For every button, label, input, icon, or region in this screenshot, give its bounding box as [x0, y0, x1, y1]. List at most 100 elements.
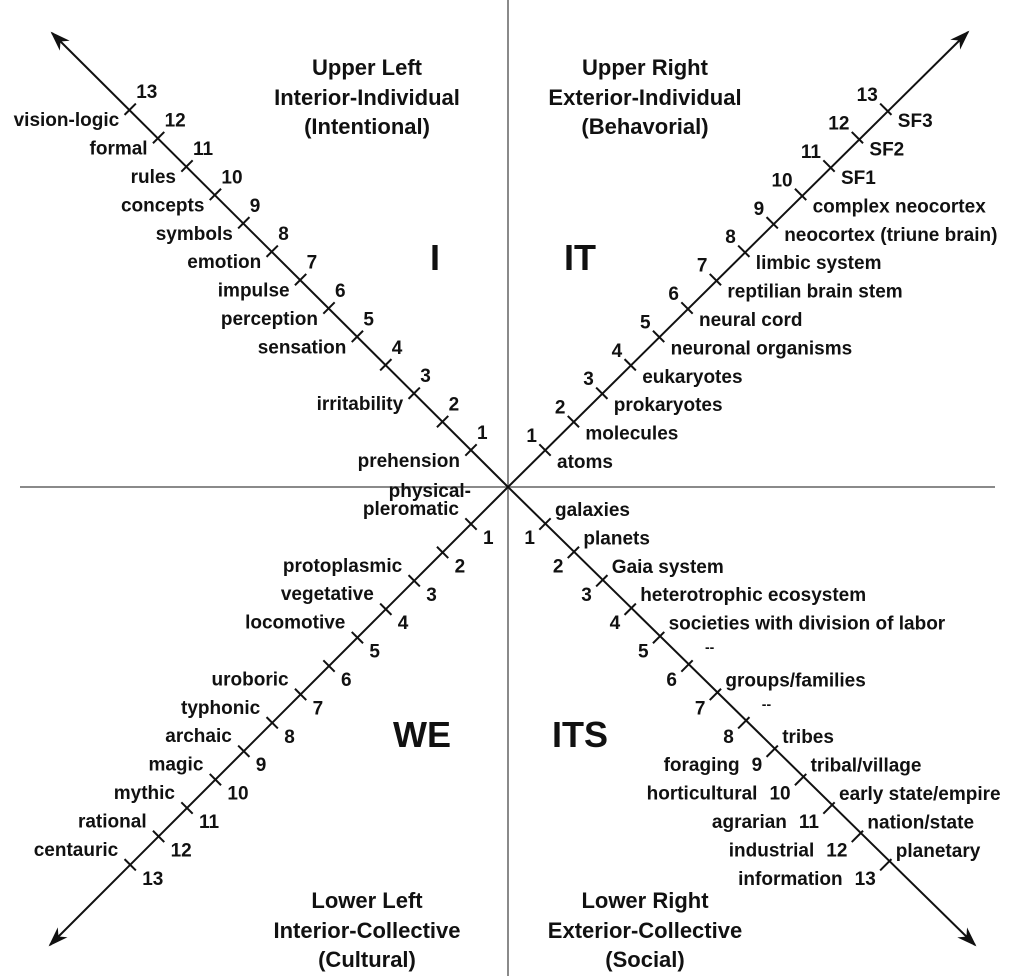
level-number: 11: [799, 812, 820, 833]
level-label: uroboric: [212, 669, 289, 690]
tick-mark: [680, 659, 694, 673]
level-left-label: information: [738, 869, 843, 890]
level-label: vision-logic: [14, 110, 120, 131]
level-label: atoms: [557, 452, 613, 473]
tick-mark: [294, 273, 307, 286]
tick-mark: [879, 858, 893, 872]
tick-mark: [265, 244, 279, 258]
level-label: mythic: [114, 783, 176, 804]
level-1: 1 atoms: [526, 426, 613, 473]
level-label: concepts: [121, 195, 204, 216]
tick-mark: [623, 602, 637, 616]
level-label: heterotrophic ecosystem: [640, 585, 866, 606]
tick-mark: [822, 801, 836, 815]
ditto-mark: --: [762, 696, 772, 712]
level-label: societies with division of labor: [669, 614, 946, 635]
tick-mark: [436, 415, 449, 428]
level-number: 1: [483, 528, 494, 549]
level-number: 1: [477, 423, 488, 444]
level-label: archaic: [165, 726, 232, 747]
level-number: 4: [392, 338, 403, 359]
tick-mark: [709, 688, 722, 701]
level-number: 10: [769, 784, 790, 805]
level-label: impulse: [218, 281, 290, 302]
level-number: 1: [524, 528, 535, 549]
level-9: 9 symbols: [156, 196, 261, 245]
level-number: 6: [666, 670, 677, 691]
level-label: sensation: [258, 337, 347, 358]
level-number: 3: [581, 585, 592, 606]
level-number: 8: [723, 727, 734, 748]
ditto-mark: --: [705, 639, 715, 655]
upper-left-title-line: (Intentional): [304, 114, 430, 139]
level-label: formal: [90, 139, 148, 160]
level-label: nation/state: [867, 812, 974, 833]
level-label: symbols: [156, 224, 233, 245]
level-11: 11 mythic: [114, 783, 220, 833]
level-label: tribal/village: [811, 756, 922, 777]
upper-right-pronoun: IT: [564, 237, 596, 278]
level-number: 5: [640, 312, 651, 333]
level-label: centauric: [34, 840, 119, 861]
upper-left-title-line: Upper Left: [312, 55, 423, 80]
level-number: 12: [828, 114, 849, 135]
level-label: SF3: [898, 111, 933, 132]
lower-right-pronoun: ITS: [552, 714, 608, 755]
level-4: 4: [379, 338, 403, 372]
level-label: protoplasmic: [283, 556, 403, 577]
level-number: 8: [278, 224, 289, 245]
level-number: 1: [526, 426, 537, 447]
level-number: 6: [335, 281, 346, 302]
level-number: 11: [193, 139, 214, 160]
lower-right-quadrant: Lower RightExterior-Collective(Social)IT…: [507, 486, 1001, 972]
level-label: reptilian brain stem: [727, 282, 902, 303]
level-left-group: industrial 12: [729, 840, 848, 861]
tick-mark: [851, 131, 864, 144]
level-number: 8: [284, 727, 295, 748]
level-number: 3: [426, 585, 437, 606]
tick-mark: [464, 517, 478, 531]
level-label: molecules: [585, 424, 678, 445]
level-number: 11: [801, 142, 822, 163]
tick-mark: [123, 858, 137, 872]
tick-mark: [623, 358, 637, 372]
level-label: groups/families: [725, 670, 865, 691]
level-number: 11: [199, 812, 220, 833]
level-label: pleromatic: [363, 499, 460, 520]
tick-mark: [237, 744, 251, 758]
level-number: 4: [610, 613, 621, 634]
level-number: 6: [668, 284, 679, 305]
level-label: prehension: [358, 451, 460, 472]
level-2: 2: [436, 546, 465, 577]
level-left-label: industrial: [729, 840, 815, 861]
tick-mark: [737, 244, 751, 258]
upper-right-title-line: (Behavorial): [581, 114, 708, 139]
level-number: 9: [250, 196, 261, 217]
level-number: 9: [256, 755, 267, 776]
level-label: rational: [78, 811, 147, 832]
level-6: 6 neural cord: [668, 284, 802, 331]
level-label: tribes: [782, 727, 834, 748]
level-number: 9: [752, 755, 763, 776]
level-number: 12: [826, 840, 847, 861]
level-label: vegetative: [281, 584, 374, 605]
level-label: neural cord: [699, 310, 802, 331]
level-12: industrial 12 nation/state: [729, 812, 974, 861]
level-label: neuronal organisms: [671, 338, 853, 359]
